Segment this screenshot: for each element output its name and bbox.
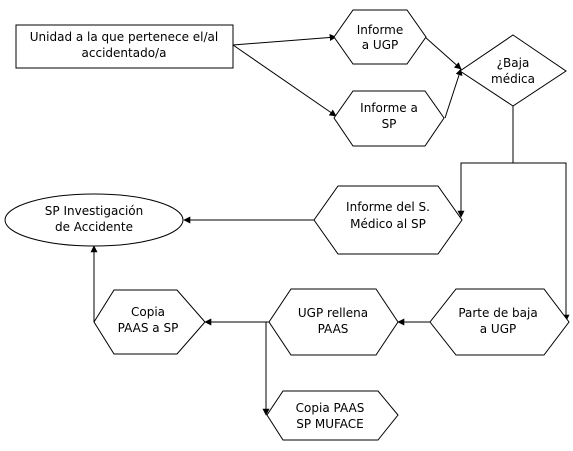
node-informe-medico-line2: Médico al SP xyxy=(350,217,426,231)
edge-informe-ugp-to-baja xyxy=(424,36,462,70)
edge-unidad-to-informe-ugp xyxy=(232,33,337,46)
node-informe-sp: Informe a SP xyxy=(333,90,445,147)
node-copia-paas-muface: Copia PAAS SP MUFACE xyxy=(266,390,399,441)
edge-unidad-to-informe-sp xyxy=(232,44,337,117)
node-copia-paas-muface-line1: Copia PAAS xyxy=(296,401,365,415)
node-informe-ugp-line1: Informe xyxy=(357,23,404,37)
node-copia-paas-sp-line2: PAAS a SP xyxy=(118,321,179,335)
node-copia-paas-sp-line1: Copia xyxy=(131,305,165,319)
node-informe-sp-line1: Informe a xyxy=(360,101,418,115)
node-informe-medico-line1: Informe del S. xyxy=(346,200,430,214)
node-copia-paas-sp: Copia PAAS a SP xyxy=(93,289,206,355)
node-unidad-line2: accidentado/a xyxy=(82,46,167,60)
node-informe-sp-line2: SP xyxy=(382,117,397,131)
node-unidad-line1: Unidad a la que pertenece el/al xyxy=(30,30,218,44)
node-copia-paas-muface-line2: SP MUFACE xyxy=(296,417,364,431)
edge-baja-to-parte-baja xyxy=(512,106,570,322)
node-sp-investigacion-line2: de Accidente xyxy=(55,220,133,234)
node-ugp-rellena-line2: PAAS xyxy=(318,322,349,336)
node-parte-baja: Parte de baja a UGP xyxy=(429,288,570,356)
node-baja-medica: ¿Baja médica xyxy=(459,34,567,107)
node-parte-baja-line1: Parte de baja xyxy=(458,306,537,320)
node-parte-baja-line2: a UGP xyxy=(480,322,517,336)
edges xyxy=(90,33,570,416)
node-informe-medico: Informe del S. Médico al SP xyxy=(313,185,463,255)
node-informe-ugp: Informe a UGP xyxy=(333,9,427,65)
edge-baja-to-informe-medico xyxy=(457,106,514,218)
node-ugp-rellena-line1: UGP rellena xyxy=(298,306,368,320)
edge-informe-sp-to-baja xyxy=(444,68,463,119)
node-baja-medica-line1: ¿Baja xyxy=(497,56,530,70)
node-ugp-rellena: UGP rellena PAAS xyxy=(268,288,399,356)
node-informe-ugp-line2: a UGP xyxy=(362,38,399,52)
node-unidad: Unidad a la que pertenece el/al accident… xyxy=(15,24,234,69)
node-sp-investigacion-line1: SP Investigación xyxy=(45,204,143,218)
node-sp-investigacion: SP Investigación de Accidente xyxy=(4,193,184,247)
node-baja-medica-line2: médica xyxy=(491,72,535,86)
